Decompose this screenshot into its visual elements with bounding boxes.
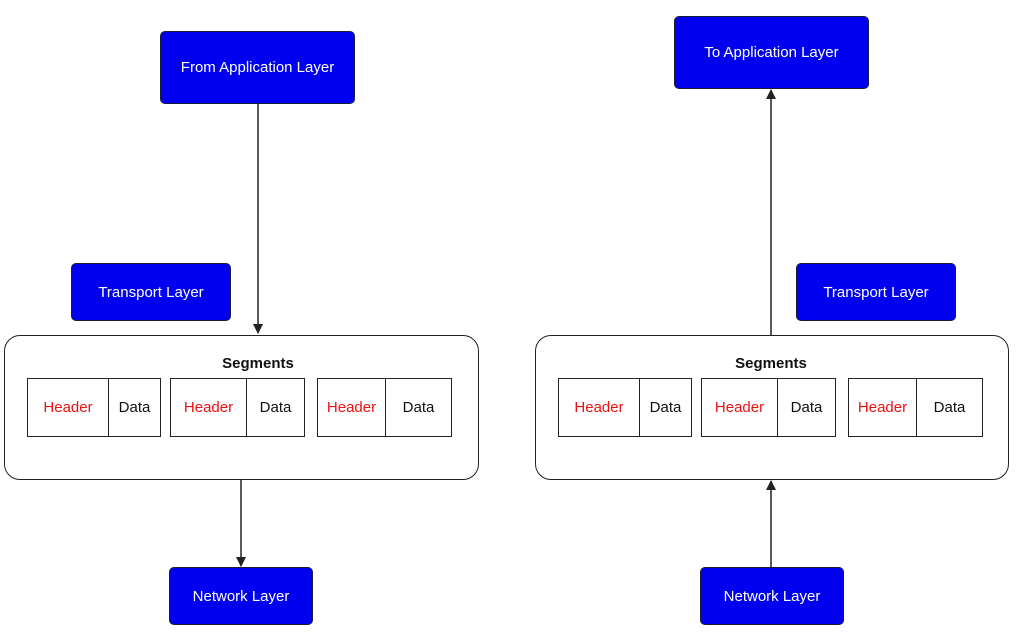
segment-data: Data	[790, 399, 823, 416]
right-transport-layer-box: Transport Layer	[796, 263, 956, 321]
segment-header: Header	[702, 379, 778, 436]
segment-data: Data	[402, 399, 435, 416]
segment-header: Header	[318, 379, 386, 436]
segment-data: Data	[118, 399, 151, 416]
segment-header: Header	[849, 379, 917, 436]
left-segments-title: Segments	[222, 355, 294, 372]
left-transport-layer-box: Transport Layer	[71, 263, 231, 321]
left-segment-2: Header Data	[170, 378, 305, 437]
segment-data: Data	[933, 399, 966, 416]
left-segment-3: Header Data	[317, 378, 452, 437]
left-segment-1: Header Data	[27, 378, 161, 437]
segment-header: Header	[171, 379, 247, 436]
right-segment-2: Header Data	[701, 378, 836, 437]
segment-data: Data	[259, 399, 292, 416]
segment-header: Header	[559, 379, 640, 436]
right-to-application-layer-box: To Application Layer	[674, 16, 869, 89]
right-segment-3: Header Data	[848, 378, 983, 437]
left-network-layer-box: Network Layer	[169, 567, 313, 625]
segment-header: Header	[28, 379, 109, 436]
left-from-application-layer-box: From Application Layer	[160, 31, 355, 104]
right-network-layer-box: Network Layer	[700, 567, 844, 625]
right-segment-1: Header Data	[558, 378, 692, 437]
right-segments-title: Segments	[735, 355, 807, 372]
segment-data: Data	[649, 399, 682, 416]
